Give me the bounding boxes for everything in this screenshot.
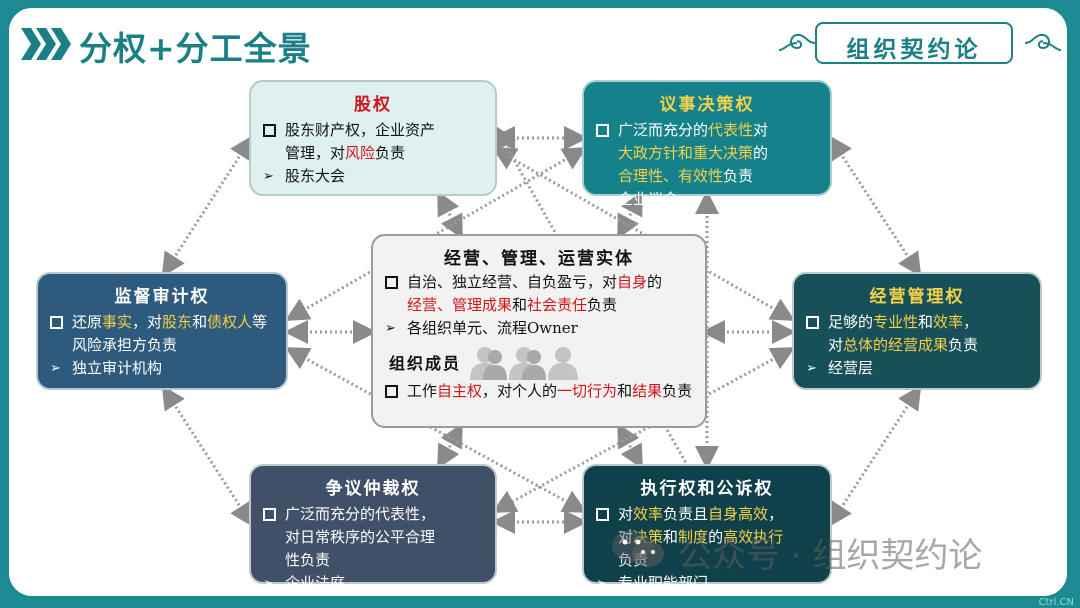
page-title: 分权+分工全景: [79, 29, 312, 68]
checkbox-square-icon: [50, 311, 72, 357]
corner-watermark: Ctrl.CN: [1038, 597, 1074, 608]
equity-title: 股权: [354, 95, 392, 115]
center-entity-box: 经营、管理、运营实体 自治、独立经营、自负盈亏，对自身的经营、管理成果和社会责任…: [371, 234, 707, 428]
checkbox-square-icon: [596, 503, 618, 572]
management-arrow-text: 经营层: [828, 359, 874, 377]
execution-box: 执行权和公诉权 对效率负责且自身高效，对决策和制度的高效执行负责 ➢ 专业职能部…: [582, 464, 832, 592]
arbitration-box: 争议仲裁权 广泛而充分的代表性，对日常秩序的公平合理性负责 ➢ 企业法庭: [249, 464, 497, 592]
center-bullet-text: 自治、独立经营、自负盈亏，对自身的经营、管理成果和社会责任负责: [407, 273, 663, 314]
execution-title: 执行权和公诉权: [640, 479, 774, 499]
deliberation-bullet: 广泛而充分的代表性对大政方针和重大决策的合理性、有效性负责: [596, 119, 818, 188]
management-bullet: 足够的专业性和效率，对总体的经营成果负责: [806, 311, 1028, 357]
brand-text: 组织契约论: [846, 36, 982, 63]
center-bullet: 自治、独立经营、自负盈亏，对自身的经营、管理成果和社会责任负责: [385, 271, 693, 317]
brand-logo: 组织契约论: [777, 16, 1067, 76]
execution-arrow-text: 专业职能部门: [618, 574, 709, 592]
execution-bullet-text: 对效率负责且自身高效，对决策和制度的高效执行负责: [618, 505, 784, 569]
members-bullet-text: 工作自主权，对个人的一切行为和结果负责: [407, 382, 693, 400]
brand-box: 组织契约论: [815, 22, 1013, 64]
deliberation-bullet-text: 广泛而充分的代表性对大政方针和重大决策的合理性、有效性负责: [618, 121, 769, 185]
audit-arrow-item: ➢ 独立审计机构: [50, 357, 274, 380]
arrow-bullet-icon: ➢: [596, 576, 607, 591]
checkbox-square-icon: [596, 119, 618, 188]
audit-bullet-text: 还原事实，对股东和债权人等风险承担方负责: [72, 313, 268, 354]
chevron-arrows-icon: [21, 28, 71, 60]
management-bullet-text: 足够的专业性和效率，对总体的经营成果负责: [828, 313, 979, 354]
audit-box: 监督审计权 还原事实，对股东和债权人等风险承担方负责 ➢ 独立审计机构: [36, 272, 288, 390]
arrow-bullet-icon: ➢: [596, 192, 607, 207]
equity-bullet-text: 股东财产权，企业资产管理，对风险负责: [285, 121, 436, 162]
deliberation-title: 议事决策权: [659, 95, 755, 115]
equity-arrow-text: 股东大会: [285, 167, 346, 185]
wechat-logo-icon: [612, 530, 664, 567]
watermark-text: 公众号 · 组织契约论: [678, 536, 983, 576]
arrow-bullet-icon: ➢: [50, 361, 61, 376]
checkbox-square-icon: [263, 119, 285, 165]
members-bullet: 工作自主权，对个人的一切行为和结果负责: [385, 380, 693, 405]
checkbox-square-icon: [385, 271, 407, 317]
watermark: 公众号 · 组织契约论: [608, 524, 1040, 576]
arrow-bullet-icon: ➢: [385, 321, 396, 336]
arrow-bullet-icon: ➢: [263, 576, 274, 591]
management-title: 经营管理权: [869, 287, 965, 307]
center-title: 经营、管理、运营实体: [444, 249, 634, 269]
deliberation-box: 议事决策权 广泛而充分的代表性对大政方针和重大决策的合理性、有效性负责 ➢ 企业…: [582, 80, 832, 208]
cloud-ornament-icon: [1024, 33, 1062, 51]
checkbox-square-icon: [806, 311, 828, 357]
arrow-bullet-icon: ➢: [263, 169, 274, 184]
audit-arrow-text: 独立审计机构: [72, 359, 163, 377]
arbitration-bullet-text: 广泛而充分的代表性，对日常秩序的公平合理性负责: [285, 505, 436, 569]
arbitration-title: 争议仲裁权: [325, 479, 421, 499]
center-arrow-text: 各组织单元、流程Owner: [407, 319, 578, 337]
checkbox-square-icon: [385, 380, 407, 405]
arbitration-bullet: 广泛而充分的代表性，对日常秩序的公平合理性负责: [263, 503, 483, 572]
cloud-ornament-icon: [778, 33, 816, 51]
audit-bullet: 还原事实，对股东和债权人等风险承担方负责: [50, 311, 274, 357]
center-arrow-item: ➢ 各组织单元、流程Owner: [385, 317, 693, 340]
management-arrow-item: ➢ 经营层: [806, 357, 1028, 380]
arbitration-arrow-item: ➢ 企业法庭: [263, 572, 483, 595]
equity-box: 股权 股东财产权，企业资产管理，对风险负责 ➢ 股东大会: [249, 80, 497, 196]
deliberation-arrow-item: ➢ 企业议会: [596, 188, 818, 211]
arrow-bullet-icon: ➢: [806, 361, 817, 376]
audit-title: 监督审计权: [114, 287, 210, 307]
execution-bullet: 对效率负责且自身高效，对决策和制度的高效执行负责: [596, 503, 818, 572]
checkbox-square-icon: [263, 503, 285, 572]
equity-bullet: 股东财产权，企业资产管理，对风险负责: [263, 119, 483, 165]
deliberation-arrow-text: 企业议会: [618, 190, 679, 208]
members-title: 组织成员: [389, 354, 462, 373]
members-header: 组织成员: [385, 344, 693, 380]
arbitration-arrow-text: 企业法庭: [285, 574, 346, 592]
management-box: 经营管理权 足够的专业性和效率，对总体的经营成果负责 ➢ 经营层: [792, 272, 1042, 390]
equity-arrow-item: ➢ 股东大会: [263, 165, 483, 188]
people-group-icon: [467, 344, 581, 380]
execution-arrow-item: ➢ 专业职能部门: [596, 572, 818, 595]
